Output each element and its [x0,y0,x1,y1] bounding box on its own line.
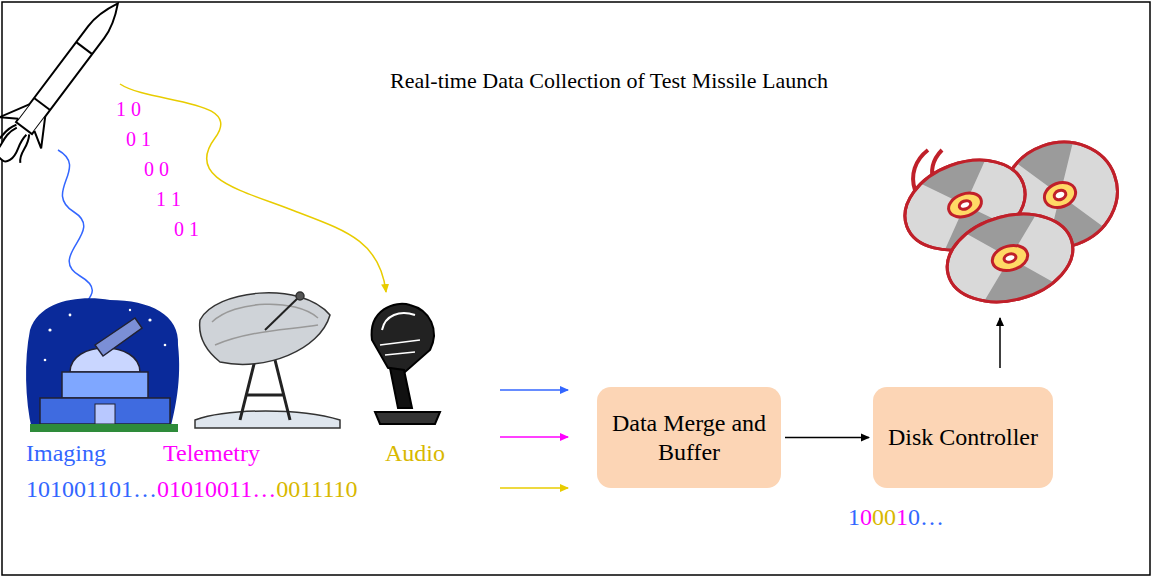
bit-stream: 0011110 [276,476,357,503]
disk-stack [892,125,1132,315]
source-name: Telemetry [163,440,260,467]
process-box: Disk Controller [873,387,1053,488]
audio-arrow [500,487,568,489]
imaging-arrow [500,389,568,391]
observatory-icon [26,298,179,432]
bit-stream: 101001101… [26,476,157,503]
imaging-signal [58,150,92,322]
audio-signal [120,84,386,292]
telemetry-bits: 1 1 [156,188,181,211]
box-label: Disk Controller [888,423,1038,452]
process-box: Data Merge and Buffer [597,387,781,488]
storage-arrow [999,318,1001,368]
satellite-dish [195,292,340,428]
microphone [372,304,440,424]
flow-arrow [785,437,869,439]
telemetry-bits: 0 1 [126,128,151,151]
box-label: Data Merge and Buffer [609,409,769,467]
source-name: Audio [385,440,445,467]
merged-bit-stream: 100010… [848,504,944,531]
bit-stream: 01010011… [157,476,276,503]
missile [0,0,139,177]
telemetry-bits: 0 0 [144,158,169,181]
telemetry-arrow [500,436,568,438]
diagram-title: Real-time Data Collection of Test Missil… [390,68,828,94]
telemetry-bits: 0 1 [174,218,199,241]
telemetry-bits: 1 0 [116,98,141,121]
source-name: Imaging [26,440,106,467]
